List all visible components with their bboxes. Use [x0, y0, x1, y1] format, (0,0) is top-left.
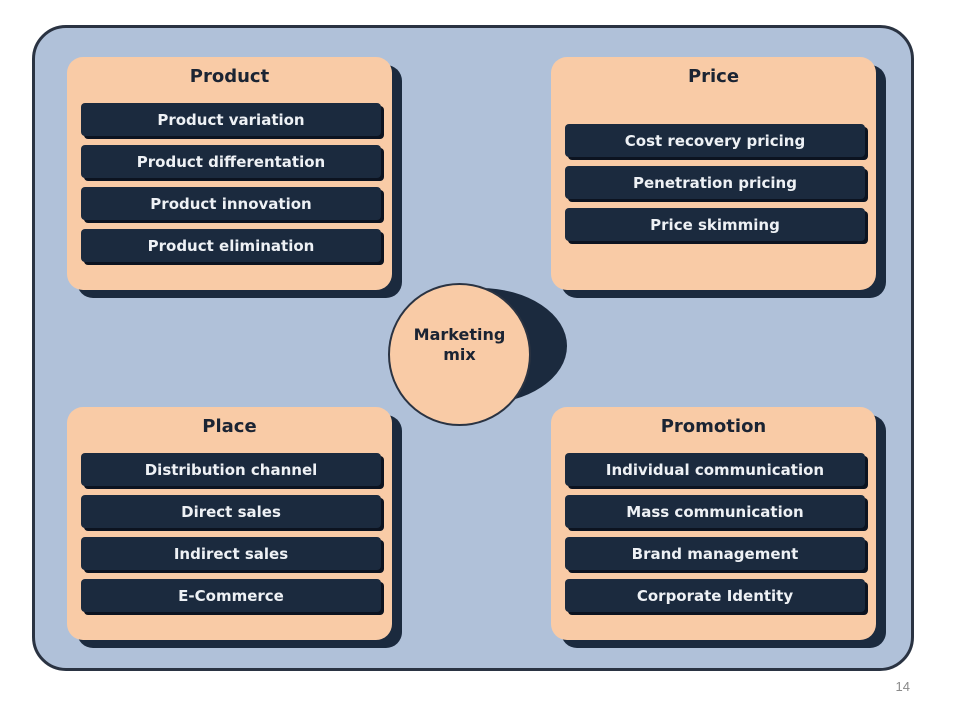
- price-item-penetration: Penetration pricing: [565, 166, 865, 199]
- place-item-distribution-channel: Distribution channel: [81, 453, 381, 486]
- promotion-item-mass-communication: Mass communication: [565, 495, 865, 528]
- promotion-item-corporate-identity: Corporate Identity: [565, 579, 865, 612]
- place-item-e-commerce: E-Commerce: [81, 579, 381, 612]
- place-panel: Place Distribution channel Direct sales …: [67, 407, 392, 640]
- promotion-item-brand-management: Brand management: [565, 537, 865, 570]
- product-item-innovation: Product innovation: [81, 187, 381, 220]
- product-panel-title: Product: [189, 66, 270, 87]
- marketing-mix-hub: Marketing mix: [388, 283, 531, 426]
- marketing-mix-diagram: Product Product variation Product differ…: [32, 25, 914, 671]
- hub-label: Marketing mix: [413, 325, 506, 364]
- promotion-item-individual-communication: Individual communication: [565, 453, 865, 486]
- product-item-elimination: Product elimination: [81, 229, 381, 262]
- promotion-panel-title: Promotion: [660, 416, 767, 437]
- place-item-indirect-sales: Indirect sales: [81, 537, 381, 570]
- price-item-skimming: Price skimming: [565, 208, 865, 241]
- place-item-direct-sales: Direct sales: [81, 495, 381, 528]
- promotion-panel: Promotion Individual communication Mass …: [551, 407, 876, 640]
- product-item-differentation: Product differentation: [81, 145, 381, 178]
- price-panel: Price Cost recovery pricing Penetration …: [551, 57, 876, 290]
- product-panel: Product Product variation Product differ…: [67, 57, 392, 290]
- price-panel-title: Price: [687, 66, 740, 87]
- page-number: 14: [895, 679, 910, 694]
- place-panel-title: Place: [202, 416, 257, 437]
- product-item-variation: Product variation: [81, 103, 381, 136]
- price-item-cost-recovery: Cost recovery pricing: [565, 124, 865, 157]
